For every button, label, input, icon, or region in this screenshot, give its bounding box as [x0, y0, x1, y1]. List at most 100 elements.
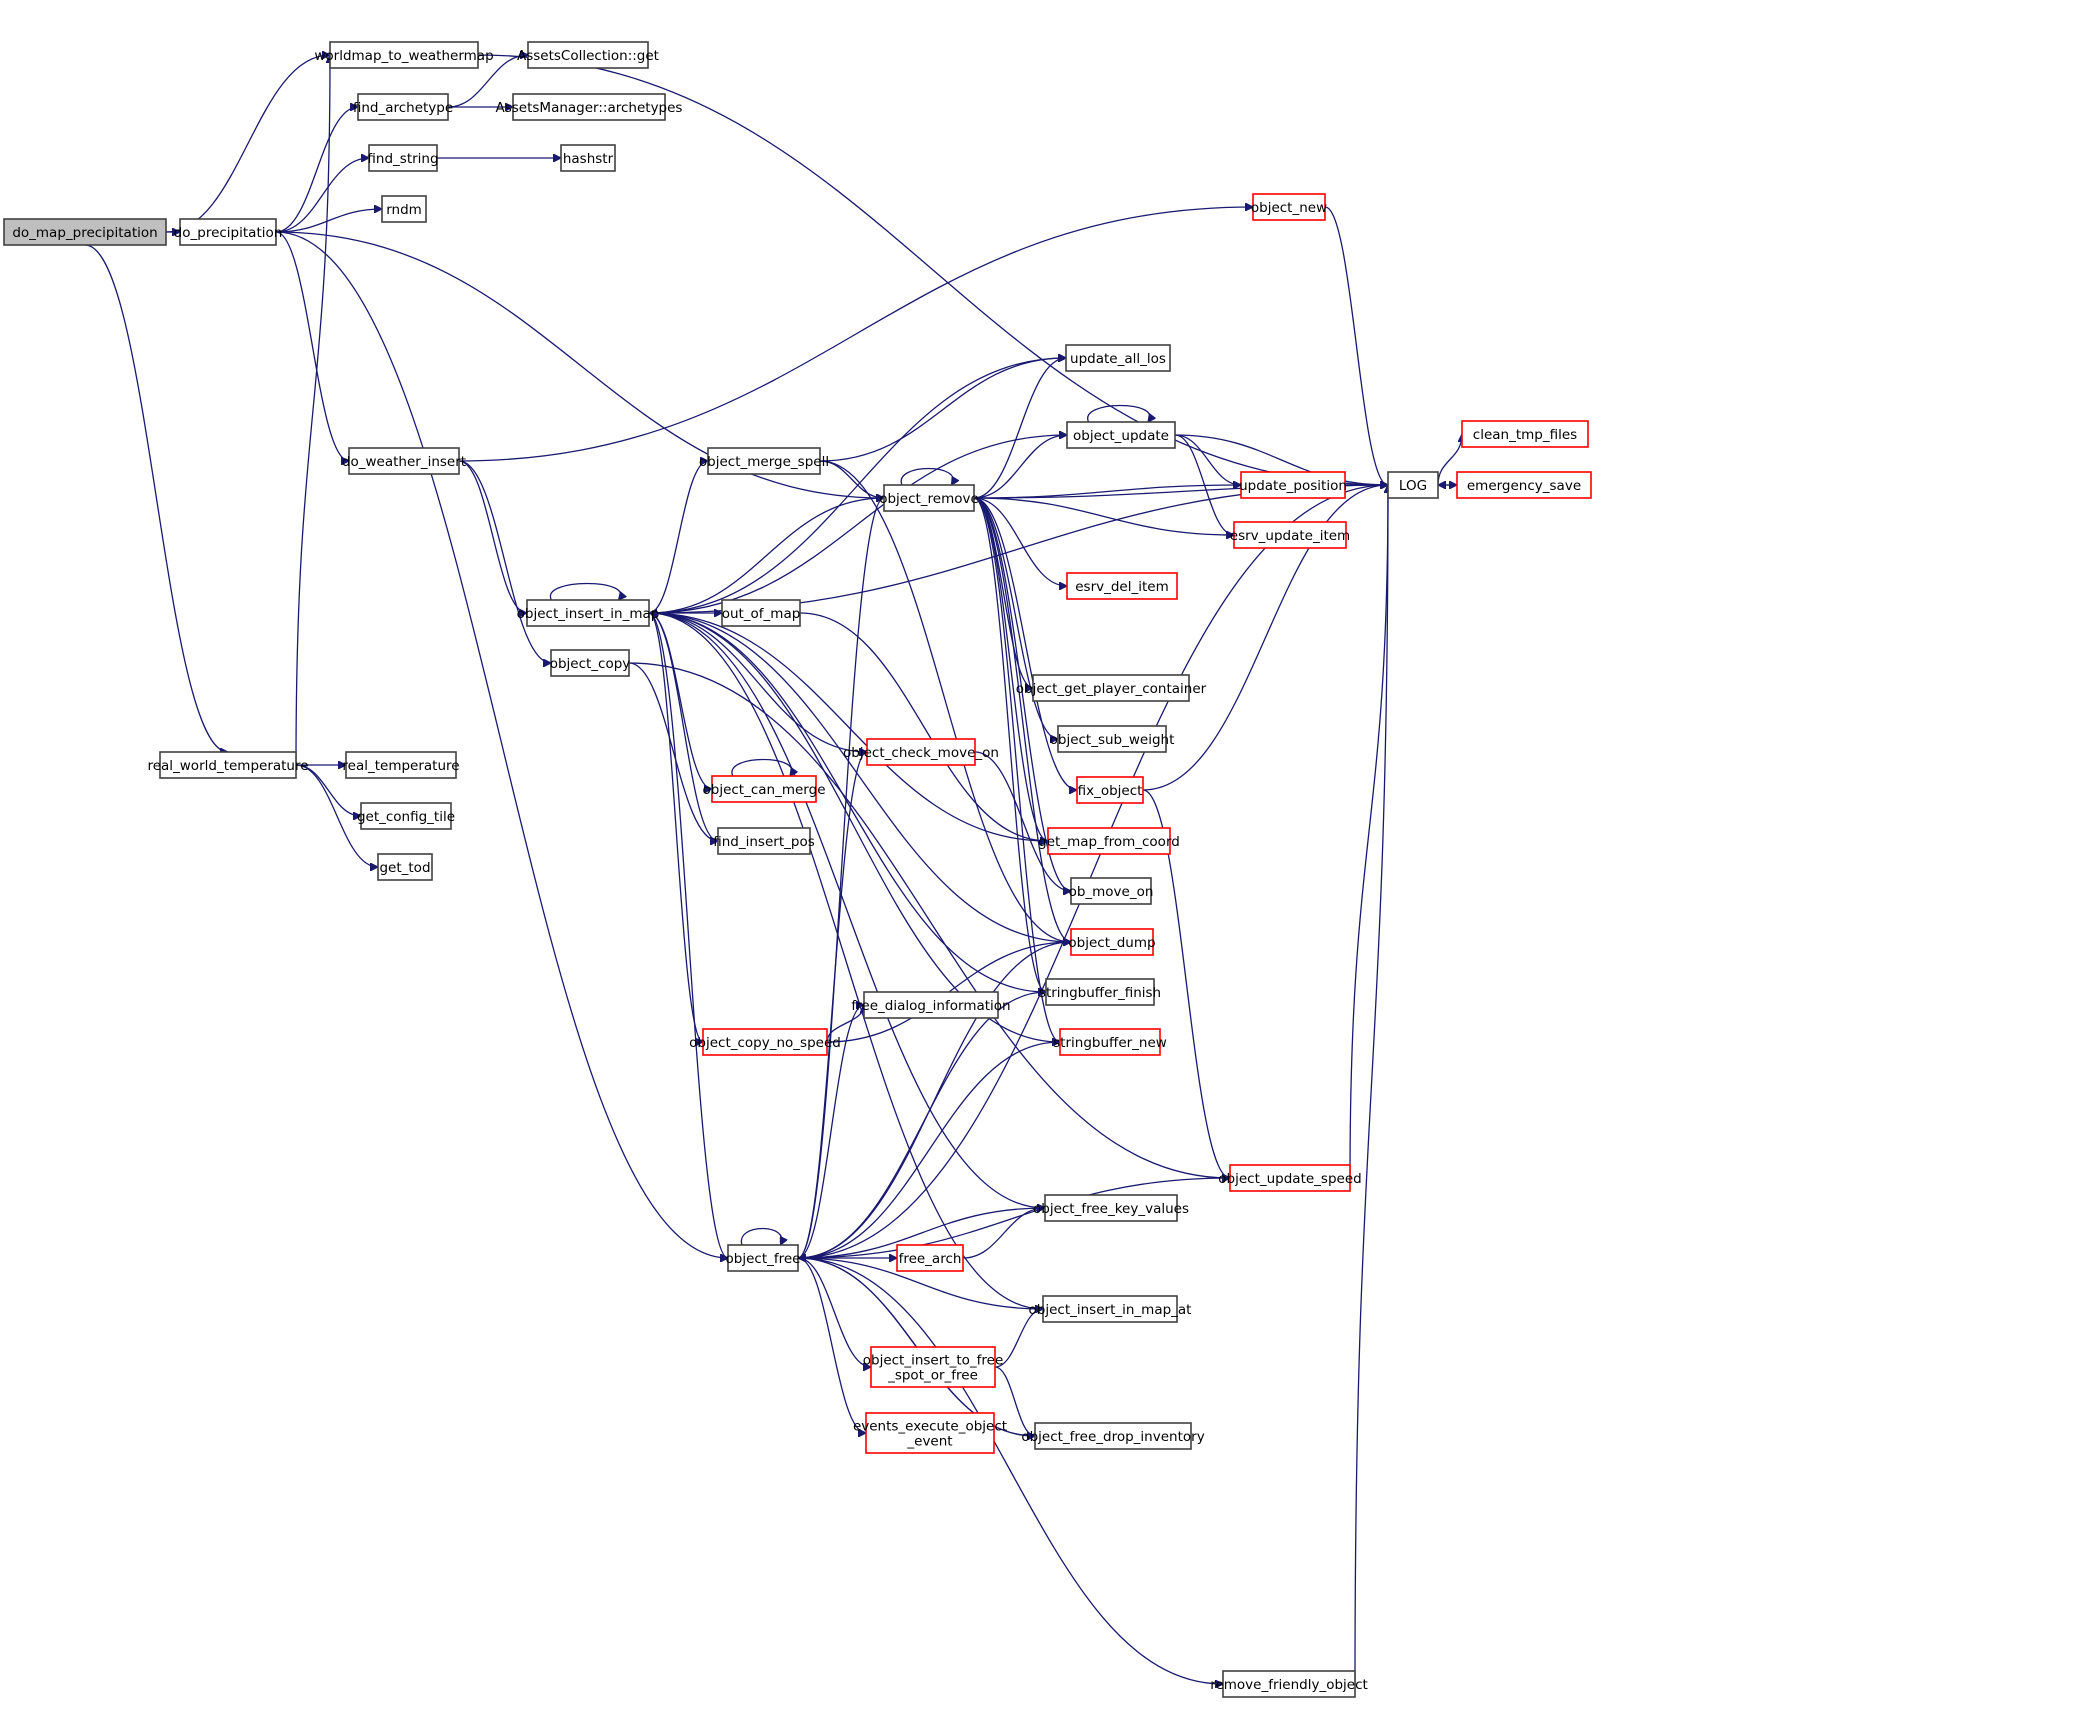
- node-ob-move-on[interactable]: ob_move_on: [1069, 877, 1154, 905]
- node-label: stringbuffer_finish: [1039, 985, 1161, 1001]
- node-events-execute-object-event[interactable]: events_execute_object_event: [853, 1412, 1007, 1454]
- edge-do-map-precipitation-to-worldmap-to-weathermap: [165, 55, 330, 233]
- node-object-copy[interactable]: object_copy: [550, 649, 631, 677]
- node-real-world-temperature[interactable]: real_world_temperature: [147, 751, 309, 779]
- node-box: [883, 484, 975, 512]
- node-object-check-move-on[interactable]: object_check_move_on: [843, 738, 999, 766]
- node-stringbuffer-finish[interactable]: stringbuffer_finish: [1039, 978, 1161, 1006]
- node-do-weather-insert[interactable]: do_weather_insert: [342, 447, 466, 475]
- node-esrv-del-item[interactable]: esrv_del_item: [1066, 572, 1178, 600]
- node-label: object_insert_in_map: [517, 606, 660, 622]
- node-label: clean_tmp_files: [1473, 427, 1577, 443]
- node-box: [1066, 421, 1176, 449]
- node-update-all-los[interactable]: update_all_los: [1065, 344, 1171, 372]
- node-box: [3, 218, 167, 246]
- node-find-insert-pos[interactable]: find_insert_pos: [713, 827, 815, 855]
- edge-object-insert-in-map-to-get-map-from-coord: [648, 612, 1048, 841]
- node-free-arch[interactable]: free_arch: [896, 1244, 964, 1272]
- node-box: [721, 599, 801, 627]
- node-object-new[interactable]: object_new: [1251, 193, 1327, 221]
- node-object-sub-weight[interactable]: object_sub_weight: [1050, 725, 1175, 753]
- node-label: real_world_temperature: [147, 758, 308, 774]
- edge-object-new-to-log: [1324, 206, 1388, 485]
- node-label: object_update: [1073, 428, 1169, 444]
- node-object-copy-no-speed[interactable]: object_copy_no_speed: [689, 1028, 841, 1056]
- node-box: [1042, 1295, 1178, 1323]
- node-out-of-map[interactable]: out_of_map: [721, 599, 801, 627]
- edge-object-check-move-on-to-ob-move-on: [974, 751, 1071, 891]
- node-box: [702, 1028, 828, 1056]
- node-clean-tmp-files[interactable]: clean_tmp_files: [1461, 420, 1589, 448]
- node-box: [1059, 1028, 1161, 1056]
- node-assetsmanager-archetypes[interactable]: AssetsManager::archetypes: [496, 93, 683, 121]
- node-object-get-player-container[interactable]: object_get_player_container: [1016, 674, 1207, 702]
- node-get-config-tile[interactable]: get_config_tile: [357, 802, 455, 830]
- node-label: rndm: [386, 202, 422, 218]
- node-label: do_map_precipitation: [12, 225, 157, 241]
- node-label: find_archetype: [353, 100, 453, 116]
- edge-object-copy-no-speed-to-free-dialog-information: [826, 1005, 864, 1043]
- node-object-can-merge[interactable]: object_can_merge: [703, 775, 826, 803]
- node-object-update[interactable]: object_update: [1066, 421, 1176, 449]
- node-update-position[interactable]: update_position: [1239, 471, 1347, 499]
- edge-object-insert-in-map-to-object-check-move-on: [648, 612, 867, 752]
- node-object-free[interactable]: object_free: [726, 1244, 801, 1272]
- node-do-precipitation[interactable]: do_precipitation: [174, 218, 283, 246]
- node-object-insert-to-free-spot-or-free[interactable]: object_insert_to_free_spot_or_free: [863, 1346, 1004, 1388]
- node-log[interactable]: LOG: [1387, 471, 1439, 499]
- edge-object-insert-to-free-spot-or-free-to-object-insert-in-map-at: [994, 1309, 1043, 1368]
- node-find-archetype[interactable]: find_archetype: [353, 93, 453, 121]
- node-free-dialog-information[interactable]: free_dialog_information: [851, 991, 1011, 1019]
- edge-object-update-to-esrv-update-item: [1174, 434, 1234, 535]
- node-hashstr[interactable]: hashstr: [560, 144, 616, 172]
- node-label: object_copy: [550, 656, 631, 672]
- node-do-map-precipitation[interactable]: do_map_precipitation: [3, 218, 167, 246]
- edge-object-remove-to-esrv-del-item: [973, 497, 1067, 586]
- node-object-insert-in-map-at[interactable]: object_insert_in_map_at: [1029, 1295, 1192, 1323]
- node-object-dump[interactable]: object_dump: [1068, 928, 1156, 956]
- edge-object-merge-spell-to-update-all-los: [819, 358, 1066, 462]
- node-object-free-key-values[interactable]: object_free_key_values: [1033, 1194, 1189, 1222]
- node-box: [512, 93, 666, 121]
- node-box: [1233, 521, 1347, 549]
- node-label: find_insert_pos: [713, 834, 814, 850]
- node-worldmap-to-weathermap[interactable]: worldmap_to_weathermap: [314, 41, 494, 69]
- node-box: [717, 827, 811, 855]
- node-get-tod[interactable]: get_tod: [377, 853, 433, 881]
- edge-free-arch-to-object-free-key-values: [962, 1208, 1045, 1259]
- node-label: find_string: [367, 151, 438, 167]
- edge-object-free-to-free-dialog-information: [797, 1005, 864, 1259]
- node-box: [1045, 978, 1155, 1006]
- node-get-map-from-coord[interactable]: get_map_from_coord: [1038, 827, 1180, 855]
- edge-do-weather-insert-to-object-copy: [458, 460, 551, 663]
- node-box: [896, 1244, 964, 1272]
- edge-object-remove-to-update-all-los: [973, 358, 1066, 499]
- node-box: [1057, 725, 1167, 753]
- node-object-free-drop-inventory[interactable]: object_free_drop_inventory: [1021, 1422, 1205, 1450]
- node-remove-friendly-object[interactable]: remove_friendly_object: [1210, 1670, 1368, 1698]
- node-label: get_config_tile: [357, 809, 455, 825]
- node-esrv-update-item[interactable]: esrv_update_item: [1230, 521, 1350, 549]
- node-label: object_new: [1251, 200, 1327, 216]
- node-assetscollection-get[interactable]: AssetsCollection::get: [517, 41, 659, 69]
- edge-object-insert-in-map-to-object-remove: [648, 498, 884, 614]
- node-real-temperature[interactable]: real_temperature: [342, 751, 460, 779]
- node-emergency-save[interactable]: emergency_save: [1456, 471, 1592, 499]
- node-object-insert-in-map[interactable]: object_insert_in_map: [517, 599, 660, 627]
- node-label: esrv_del_item: [1075, 579, 1169, 595]
- node-object-remove[interactable]: object_remove: [879, 484, 979, 512]
- node-fix-object[interactable]: fix_object: [1076, 776, 1144, 804]
- node-stringbuffer-new[interactable]: stringbuffer_new: [1053, 1028, 1167, 1056]
- node-label: object_insert_to_free: [863, 1353, 1004, 1369]
- edge-object-insert-in-map-to-object-dump: [648, 612, 1071, 942]
- node-object-merge-spell[interactable]: object_merge_spell: [699, 447, 829, 475]
- edge-object-insert-in-map-to-find-insert-pos: [648, 612, 718, 841]
- node-find-string[interactable]: find_string: [367, 144, 439, 172]
- edge-object-insert-in-map-to-stringbuffer-finish: [648, 612, 1046, 992]
- node-rndm[interactable]: rndm: [381, 195, 427, 223]
- node-label: object_get_player_container: [1016, 681, 1207, 697]
- edge-object-free-to-object-free-key-values: [797, 1208, 1045, 1259]
- edge-real-world-temperature-to-worldmap-to-weathermap: [295, 55, 330, 766]
- node-label: object_sub_weight: [1050, 732, 1175, 748]
- node-object-update-speed[interactable]: object_update_speed: [1218, 1164, 1362, 1192]
